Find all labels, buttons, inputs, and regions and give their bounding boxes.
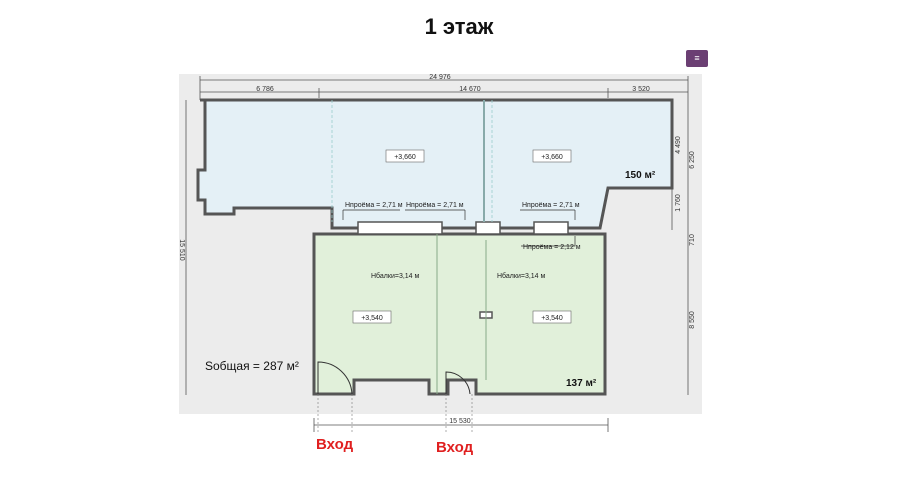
- entrance-label-right: Вход: [436, 439, 474, 456]
- level-lower-right: +3,540: [541, 315, 563, 322]
- partitions: [357, 221, 569, 319]
- level-box-lower-left: [352, 310, 392, 324]
- level-lower-left: +3,540: [361, 315, 383, 322]
- dimension-lines: [185, 76, 689, 432]
- dim-middle-width: 14 670: [459, 86, 481, 93]
- area-lower: 137 м²: [566, 378, 597, 389]
- dim-right-width: 3 520: [632, 86, 650, 93]
- beam-height-right: Hбалки=3,14 м: [497, 272, 546, 280]
- dim-right-lower: 8 550: [689, 311, 696, 329]
- level-upper-right: +3,660: [541, 154, 563, 161]
- lower-room: [312, 232, 607, 396]
- opening-height-1: Hпроёма = 2,71 м: [345, 202, 403, 209]
- opening-height-4: Hпроёма = 2,12 м: [523, 244, 581, 251]
- dim-left-width: 6 786: [256, 86, 274, 93]
- dim-total-width: 24 976: [429, 74, 451, 81]
- level-box-lower-right: [532, 310, 572, 324]
- beam-height-left: Hбалки=3,14 м: [371, 272, 420, 280]
- door-arc-1: [317, 361, 353, 395]
- menu-icon[interactable]: ≡: [686, 50, 708, 67]
- page-title: 1 этаж: [424, 14, 494, 39]
- dim-left-height: 15 510: [178, 239, 185, 261]
- area-total: Sобщая = 287 м²: [205, 359, 299, 373]
- upper-room: [196, 98, 674, 230]
- dim-bottom-width: 15 530: [449, 418, 471, 425]
- level-box-upper-right: [532, 149, 572, 163]
- opening-height-3: Hпроёма = 2,71 м: [522, 202, 580, 209]
- opening-height-2: Hпроёма = 2,71 м: [406, 202, 464, 209]
- opening-brackets: [342, 209, 576, 247]
- dim-right-gap: 710: [689, 234, 696, 246]
- dim-right-mid: 1 760: [675, 194, 682, 212]
- level-upper-left: +3,660: [394, 154, 416, 161]
- entrance-label-left: Вход: [316, 436, 354, 453]
- area-upper: 150 м²: [625, 170, 656, 181]
- dim-right-top: 4 490: [675, 136, 682, 154]
- door-arc-2: [445, 371, 471, 395]
- level-box-upper-left: [385, 149, 425, 163]
- dim-right-total-upper: 6 250: [689, 151, 696, 169]
